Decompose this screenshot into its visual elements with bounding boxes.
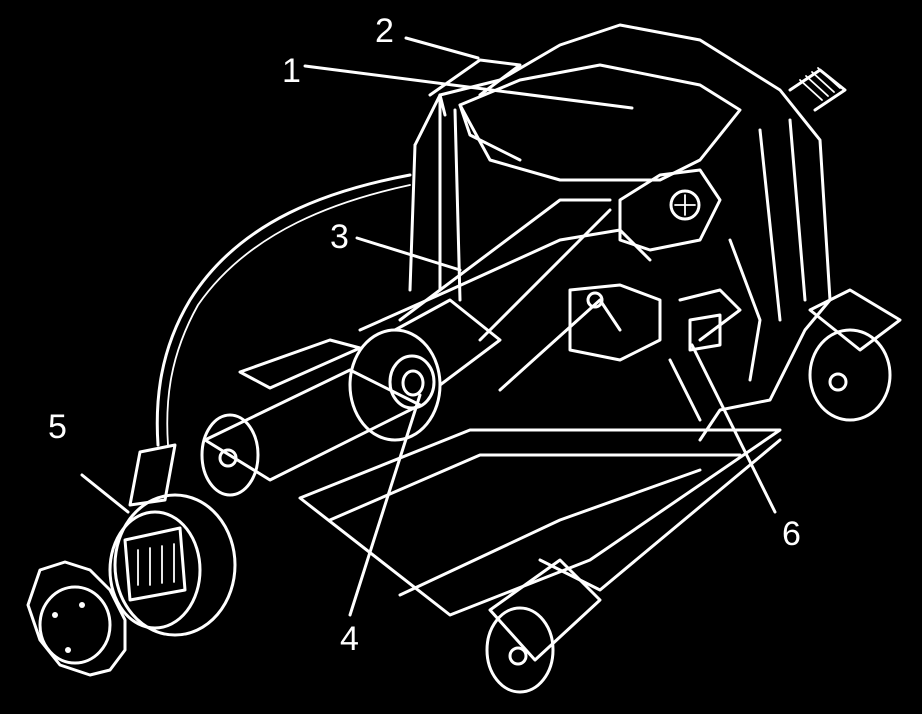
label-3: 3: [330, 218, 349, 256]
stator-pack: [458, 63, 742, 182]
base-plate: [238, 338, 782, 617]
label-2: 2: [375, 12, 394, 50]
mounting-foot-right: [808, 288, 902, 422]
brush-holder: [568, 283, 742, 362]
label-4: 4: [340, 620, 359, 658]
leader-lines: [80, 36, 777, 617]
motor-housing: [408, 23, 832, 442]
clamp-screw: [618, 168, 722, 252]
sensor-cable: [155, 173, 412, 447]
tacho-sensor: [108, 443, 237, 637]
shaft-pulley: [348, 298, 502, 442]
tacho-magnet-disc: [26, 560, 127, 677]
label-1: 1: [282, 52, 301, 90]
threaded-shaft: [788, 67, 847, 112]
mounting-foot-left: [200, 368, 422, 497]
label-5: 5: [48, 408, 67, 446]
end-bracket: [428, 58, 522, 117]
rotor-assembly: [358, 198, 652, 392]
label-6: 6: [782, 515, 801, 553]
mounting-foot-front: [485, 558, 602, 694]
